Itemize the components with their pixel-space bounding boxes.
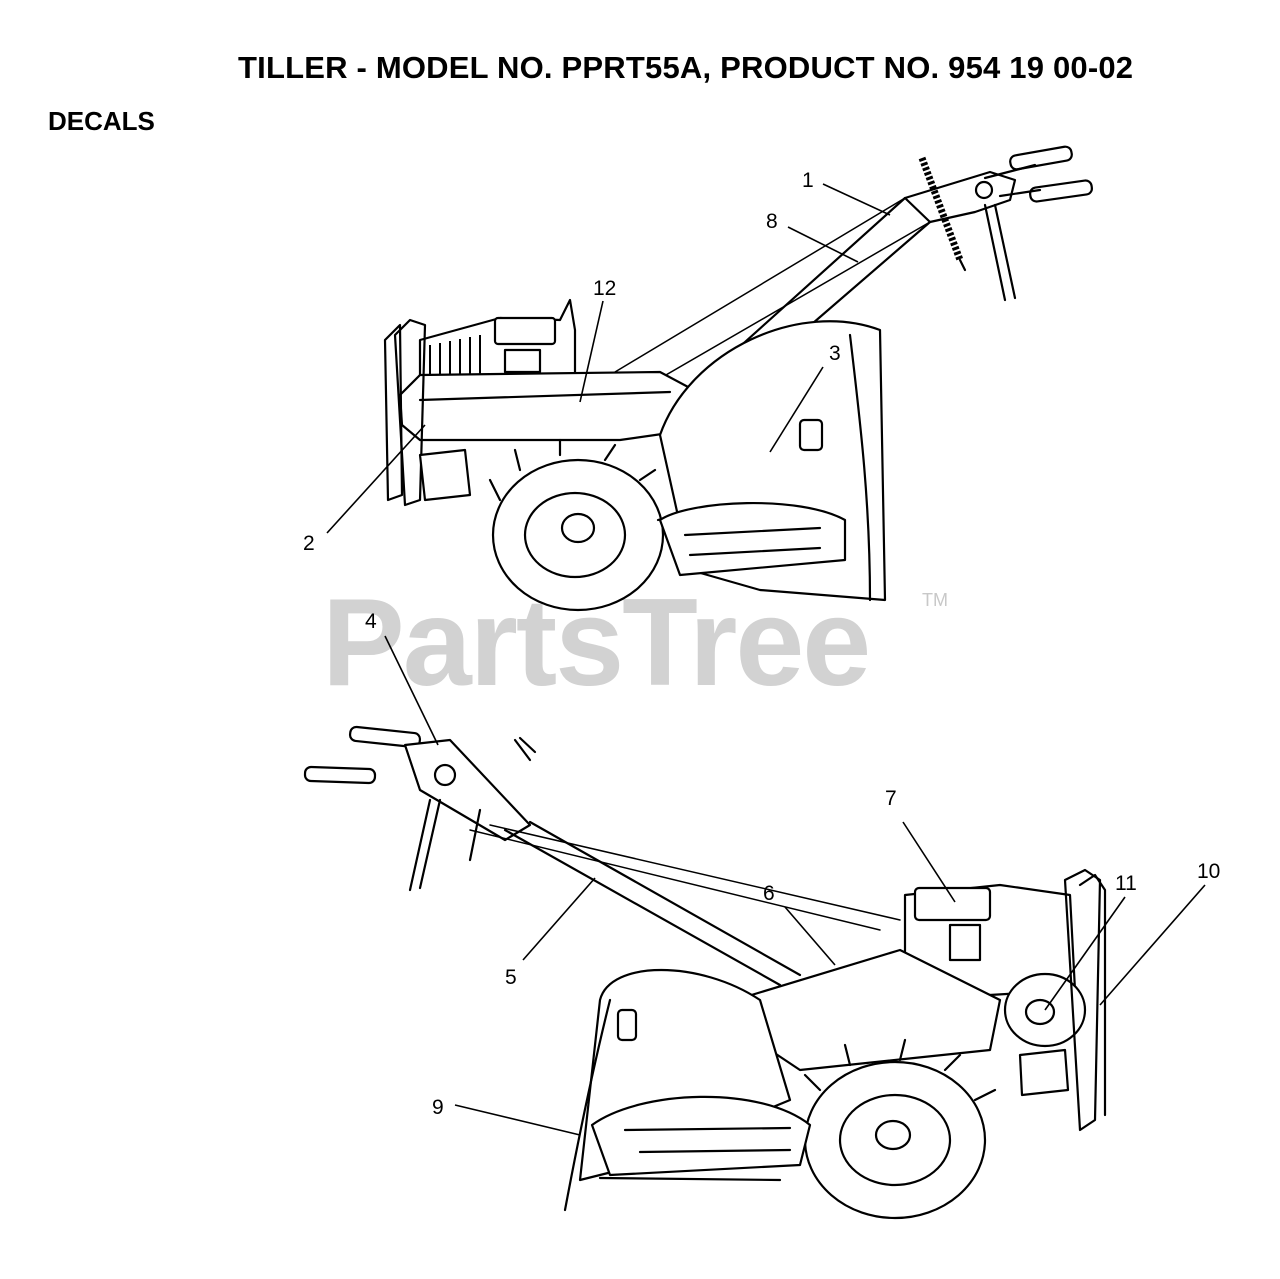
leader-3 [769, 366, 824, 453]
leader-1 [822, 183, 891, 216]
leader-4 [384, 635, 439, 746]
leader-7 [902, 821, 956, 903]
lower-tiller-drawing [303, 725, 1107, 1220]
page-title: TILLER - MODEL NO. PPRT55A, PRODUCT NO. … [238, 50, 1134, 85]
callout-2: 2 [303, 532, 315, 555]
callout-10: 10 [1197, 860, 1220, 883]
leader-6 [784, 906, 836, 966]
callout-9: 9 [432, 1096, 444, 1119]
leader-12 [579, 300, 604, 403]
callout-6: 6 [763, 882, 775, 905]
leader-9 [454, 1104, 581, 1136]
watermark-trademark: TM [922, 590, 948, 610]
leader-5 [522, 877, 596, 961]
section-label: DECALS [48, 106, 155, 136]
leader-8 [787, 226, 859, 263]
callout-3: 3 [829, 342, 841, 365]
callout-5: 5 [505, 966, 517, 989]
leader-11 [1044, 896, 1126, 1011]
leader-10 [1099, 884, 1206, 1006]
callout-4: 4 [365, 610, 377, 633]
callout-12: 12 [593, 277, 616, 300]
callout-7: 7 [885, 787, 897, 810]
upper-tiller-drawing [383, 145, 1093, 612]
leader-2 [326, 424, 426, 534]
callout-1: 1 [802, 169, 814, 192]
callout-leaders [326, 183, 1206, 1136]
callout-8: 8 [766, 210, 778, 233]
callout-11: 11 [1115, 872, 1137, 895]
callout-numbers: 1 2 3 4 5 6 7 8 9 10 11 12 [303, 169, 1220, 1119]
